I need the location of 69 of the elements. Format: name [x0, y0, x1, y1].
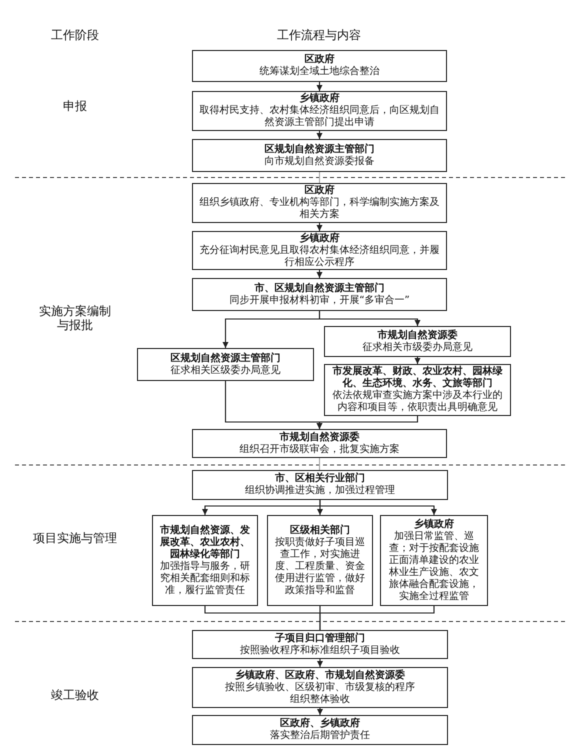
process-box — [192, 183, 447, 223]
box-text: 征求相关市级委办局意见 — [362, 342, 472, 354]
box-title: 乡镇政府 — [300, 232, 340, 244]
process-box — [192, 139, 447, 172]
arrow — [317, 708, 323, 715]
process-box — [137, 348, 314, 381]
arrow — [317, 659, 323, 667]
process-box — [192, 470, 448, 500]
arrow — [414, 357, 420, 364]
box-title: 乡镇政府、区政府、市规划自然资源委 — [235, 670, 405, 682]
box-title: 区政府、乡镇政府 — [280, 718, 360, 730]
box-text: 按照乡镇验收、区级初审、市级复核的程序组织整体验收 — [224, 682, 416, 706]
box-title: 区政府 — [304, 185, 334, 196]
column-header: 工作阶段 — [51, 28, 99, 42]
box-text: 组织协调推进实施，加强过程管理 — [245, 485, 395, 497]
process-box — [192, 50, 447, 82]
box-text: 加强日常监管、巡查；对于按配套设施正面清单建设的农业林业生产设施、农文旅体融合配套设施，实施全过程监管 — [388, 530, 480, 602]
connector-line — [318, 458, 320, 470]
box-text: 组织召开市级联审会，批复实施方案 — [240, 444, 400, 456]
process-box — [192, 278, 447, 311]
arrow — [316, 82, 322, 91]
box-text: 同步开展申报材料初审，开展“多审合一” — [229, 294, 410, 306]
box-title: 市、区相关行业部门 — [275, 473, 365, 484]
box-text: 组织乡镇政府、专业机构等部门，科学编制实施方案及相关方案 — [198, 197, 440, 221]
connector-line — [319, 606, 435, 630]
box-text: 按职责做好子项目巡查工作，对实施进度、工程质量、资金使用进行监管，做好政策指导和监督 — [274, 536, 366, 596]
box-title: 市、区规划自然资源主管部门 — [254, 282, 384, 294]
box-title: 区规划自然资源主管部门 — [170, 352, 280, 364]
box-text: 向市规划自然资源委报备 — [264, 156, 374, 168]
process-box — [324, 326, 511, 357]
box-text: 依法依规审查实施方案中涉及本行业的内容和项目等，依职责出具明确意见 — [332, 390, 504, 414]
box-text: 加强指导与服务，研究相关配套细则和标准，履行监管责任 — [159, 560, 251, 596]
box-title: 乡镇政府 — [414, 518, 454, 530]
arrow — [316, 223, 322, 231]
process-box — [192, 630, 448, 659]
process-box — [192, 91, 447, 131]
phase-label: 竣工验收 — [51, 688, 99, 702]
box-title: 市规划自然资源委 — [378, 330, 458, 342]
box-text: 按照验收程序和标准组织子项目验收 — [240, 644, 400, 656]
phase-label: 申报 — [63, 99, 87, 113]
box-text: 充分征询村民意见且取得农村集体经济组织同意，并履行相应公示程序 — [198, 244, 440, 268]
box-title: 市规划自然资源委 — [280, 432, 360, 444]
box-title: 区级相关部门 — [290, 524, 350, 536]
process-box — [324, 364, 511, 416]
process-box — [267, 515, 373, 606]
process-box — [192, 429, 447, 458]
process-box — [380, 515, 488, 606]
arrow — [318, 311, 420, 326]
box-title: 子项目归口管理部门 — [275, 632, 365, 644]
process-box — [192, 231, 447, 270]
process-box — [192, 667, 448, 708]
phase-label: 实施方案编制与报批 — [38, 304, 112, 332]
arrow — [316, 416, 418, 429]
box-title: 乡镇政府 — [300, 93, 340, 104]
box-text: 统筹谋划全域土地综合整治 — [260, 66, 380, 78]
arrow — [316, 270, 322, 278]
box-text: 落实整治后期管护责任 — [270, 730, 370, 742]
box-title: 区规划自然资源主管部门 — [264, 144, 374, 156]
phase-label: 项目实施与管理 — [33, 531, 117, 545]
box-text: 征求相关区级委办局意见 — [170, 364, 280, 376]
connector-line — [318, 172, 320, 183]
process-box — [152, 515, 258, 606]
box-title: 市规划自然资源、发展改革、农业农村、园林绿化等部门 — [159, 524, 251, 560]
process-box — [192, 715, 448, 745]
arrow — [316, 131, 322, 139]
box-title: 区政府 — [304, 54, 334, 66]
box-title: 市发展改革、财政、农业农村、园林绿化、生态环境、水务、文旅等部门 — [332, 366, 504, 390]
arrow — [319, 500, 437, 515]
box-text: 取得村民支持、农村集体经济组织同意后，向区规划自然资源主管部门提出申请 — [198, 105, 440, 129]
